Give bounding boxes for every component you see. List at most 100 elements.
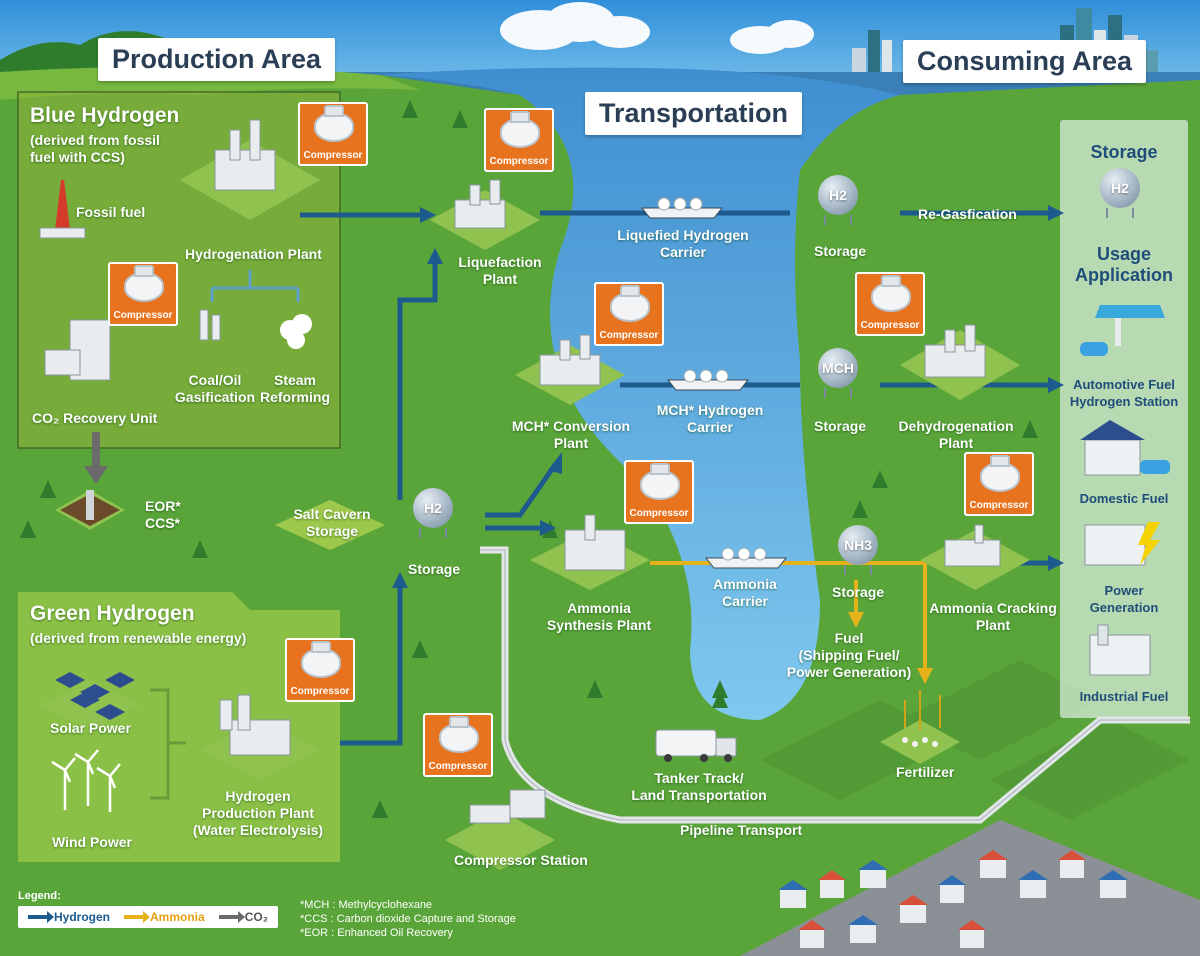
salt-cavern-storage-label: Salt Cavern Storage — [293, 506, 371, 539]
co2-arrow-icon — [218, 911, 245, 923]
power-generation-label: Power Generation — [1089, 583, 1159, 615]
fuel-shipping-power-label: Fuel (Shipping Fuel/ Power Generation) — [786, 630, 912, 680]
blue-hydrogen-border — [17, 91, 341, 449]
liquefaction-plant-label: Liquefaction Plant — [458, 254, 542, 287]
green-hydrogen-region — [18, 592, 340, 862]
wind-power-label: Wind Power — [52, 834, 132, 850]
solar-panels — [55, 672, 135, 720]
ship-ammonia — [704, 547, 788, 569]
legend-title: Legend: — [18, 890, 61, 902]
coal-oil-gasification-label: Coal/Oil Gasification — [174, 372, 256, 405]
note-mch: *MCH : Methylcyclohexane — [300, 899, 433, 911]
compressor-icon — [301, 641, 341, 678]
farm-fields — [760, 660, 1190, 820]
compressor-icon — [439, 716, 479, 753]
wind-turbines — [51, 749, 121, 812]
compressor-ammonia-synthesis: Compressor — [624, 460, 694, 524]
domestic-fuel-label: Domestic Fuel — [1079, 491, 1169, 506]
pipeline-transport-label: Pipeline Transport — [680, 822, 803, 838]
h2-storage-sphere-production: H2 — [413, 488, 453, 538]
automotive-fuel-label: Automotive Fuel Hydrogen Station — [1069, 377, 1179, 409]
ship-mch — [666, 369, 750, 391]
compressor-icon — [124, 265, 164, 302]
co2-flow — [84, 432, 108, 484]
co2-recovery-unit-label: CO₂ Recovery Unit — [32, 410, 158, 426]
blue-hydrogen-title: Blue Hydrogen — [30, 104, 180, 127]
storage-label-nh3: Storage — [832, 584, 885, 600]
compressor-icon — [640, 463, 680, 500]
compressor-mch-conversion: Compressor — [594, 282, 664, 346]
re-gasification-label: Re-Gasfication — [918, 206, 1017, 222]
ammonia-carrier-label: Ammonia Carrier — [713, 576, 777, 609]
ammonia-cracking-plant-label: Ammonia Cracking Plant — [929, 600, 1057, 633]
section-title-production: Production Area — [98, 38, 336, 81]
mch-conversion-plant-label: MCH* Conversion Plant — [511, 418, 631, 451]
h2-storage-sphere-import: H2 — [818, 175, 858, 225]
storage-label-mch: Storage — [814, 418, 867, 434]
section-title-transportation: Transportation — [585, 92, 803, 135]
ship-liquefied-hydrogen — [640, 197, 724, 219]
oil-rig — [39, 180, 86, 239]
storage-label-h2: Storage — [814, 243, 867, 259]
river — [380, 67, 900, 721]
compressor-station-unit: Compressor — [423, 713, 493, 777]
legend-co2: CO₂ — [218, 910, 268, 924]
pipeline-edge — [480, 549, 1190, 821]
storage-label-production: Storage — [408, 561, 461, 577]
power-building-illustration — [1084, 522, 1160, 566]
compressor-icon — [610, 285, 650, 322]
h2-storage-sphere-consumer: H2 — [1100, 168, 1140, 218]
compressor-ammonia-cracking: Compressor — [964, 452, 1034, 516]
note-eor: *EOR : Enhanced Oil Recovery — [300, 927, 453, 939]
hydrogen-arrowheads — [392, 205, 1064, 588]
liquefied-hydrogen-carrier-label: Liquefied Hydrogen Carrier — [617, 227, 749, 260]
eor-ccs-label: EOR* CCS* — [145, 498, 181, 531]
fertilizer-label: Fertilizer — [896, 764, 955, 780]
compressor-hydrogenation: Compressor — [298, 102, 368, 166]
legend-hydrogen: Hydrogen — [28, 910, 110, 924]
ammonia-synthesis-plant-label: Ammonia Synthesis Plant — [546, 600, 652, 633]
hydrogenation-plant-label: Hydrogenation Plant — [185, 246, 322, 262]
compressor-icon — [980, 455, 1020, 492]
section-title-consuming: Consuming Area — [903, 40, 1147, 83]
compressor-liquefaction: Compressor — [484, 108, 554, 172]
compressor-hydrogen-production: Compressor — [285, 638, 355, 702]
green-hydrogen-subtitle: (derived from renewable energy) — [30, 630, 247, 646]
compressor-icon — [871, 275, 911, 312]
salt-cavern-platform — [275, 500, 385, 550]
clouds — [500, 2, 814, 54]
ammonia-arrowheads — [848, 612, 933, 684]
consuming-storage-title: Storage — [1090, 142, 1158, 162]
steam-cloud — [280, 314, 312, 349]
eor-well — [60, 490, 120, 526]
compressor-icon — [500, 111, 540, 148]
legend-box: Hydrogen Ammonia CO₂ — [18, 906, 279, 928]
ammonia-arrow-icon — [124, 911, 151, 923]
nh3-storage-sphere: NH3 — [838, 525, 878, 575]
industrial-fuel-label: Industrial Fuel — [1079, 689, 1169, 704]
compressor-dehydrogenation: Compressor — [855, 272, 925, 336]
compressor-co2-recovery: Compressor — [108, 262, 178, 326]
gasification-branch — [210, 270, 300, 302]
house-illustration — [1080, 420, 1170, 476]
compressor-icon — [314, 105, 354, 142]
mch-storage-sphere: MCH — [818, 348, 858, 398]
factory-buildings — [44, 119, 1001, 824]
steam-reforming-label: Steam Reforming — [260, 372, 330, 405]
green-bracket — [150, 688, 186, 800]
usage-application-title: Usage Application — [1075, 244, 1173, 285]
note-ccs: *CCS : Carbon dioxide Capture and Storag… — [300, 913, 516, 925]
tanker-truck-label: Tanker Track/ Land Transportation — [631, 770, 767, 803]
blue-hydrogen-subtitle: (derived from fossil fuel with CCS) — [30, 132, 160, 165]
fossil-fuel-label: Fossil fuel — [76, 204, 146, 220]
residential-area — [740, 820, 1200, 956]
industrial-building-illustration — [1089, 624, 1151, 676]
hydrogen-arrow-icon — [28, 911, 54, 923]
dehydrogenation-plant-label: Dehydrogenation Plant — [898, 418, 1014, 451]
compressor-station-label: Compressor Station — [454, 852, 588, 868]
legend: Legend: Hydrogen Ammonia CO₂ — [18, 890, 279, 928]
green-hydrogen-title: Green Hydrogen — [30, 602, 195, 625]
solar-power-label: Solar Power — [50, 720, 131, 736]
legend-ammonia: Ammonia — [124, 910, 205, 924]
